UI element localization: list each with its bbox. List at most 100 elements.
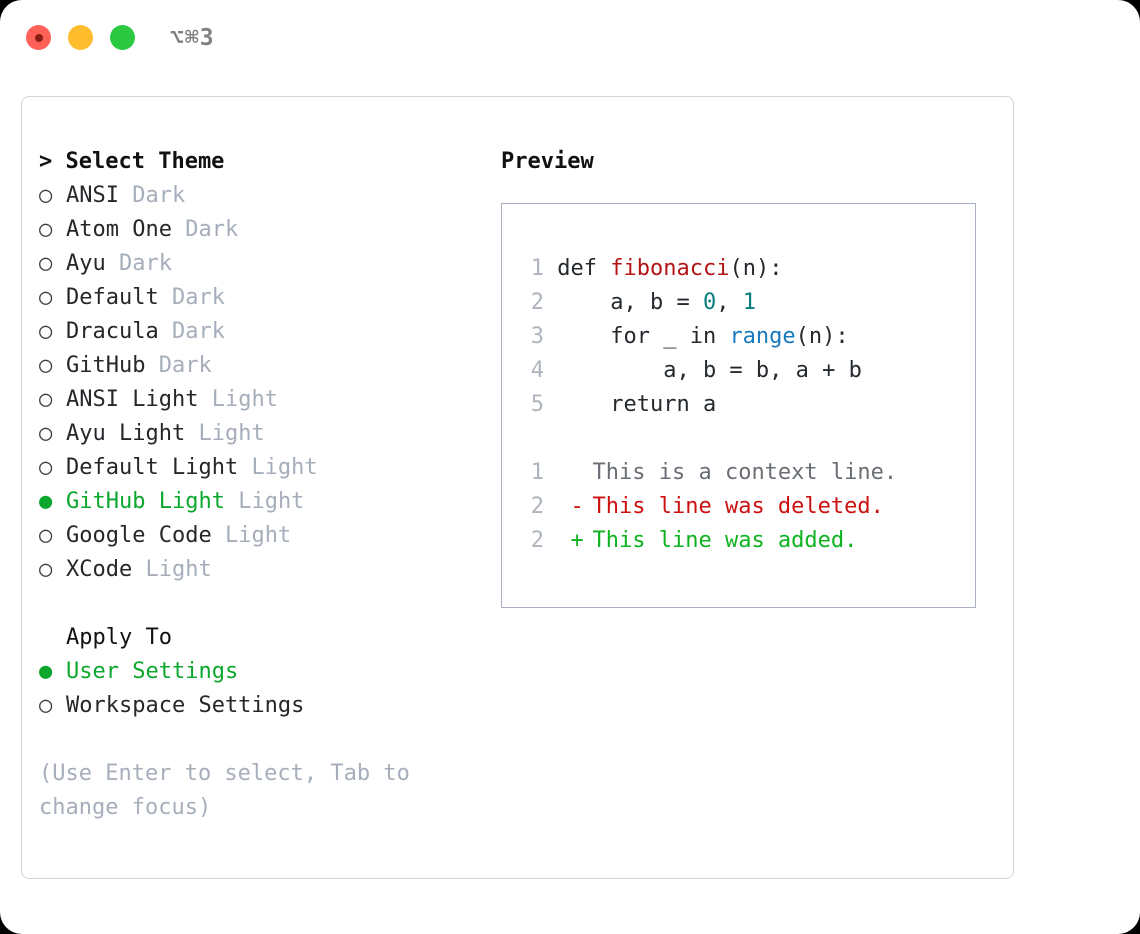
apply-to-option-label: Workspace Settings <box>66 693 305 718</box>
theme-option-variant: Dark <box>119 251 172 276</box>
theme-option-variant: Light <box>198 421 265 446</box>
code-line: 1 def fibonacci(n): <box>522 252 975 286</box>
code-line-number: 3 <box>530 324 544 349</box>
zoom-button[interactable] <box>110 25 135 50</box>
code-token-plain: , <box>716 290 743 315</box>
code-token-num: 0 <box>702 290 717 315</box>
radio-unselected-icon: ○ <box>39 251 53 276</box>
diff-text: This line was added. <box>592 528 858 553</box>
theme-option-label: Ayu Light <box>66 421 186 446</box>
theme-option-variant: Light <box>211 387 278 412</box>
theme-option-label: Ayu <box>66 251 106 276</box>
diff-sign: - <box>570 494 584 519</box>
apply-to-heading: Apply To <box>66 625 172 650</box>
radio-unselected-icon: ○ <box>39 557 53 582</box>
theme-option-default-light[interactable]: ○Default Light Light <box>39 451 479 485</box>
code-line: 5 return a <box>522 388 975 422</box>
diff-sign: + <box>570 528 584 553</box>
window-controls <box>26 25 135 50</box>
theme-option-variant: Dark <box>171 319 225 344</box>
theme-option-label: ANSI Light <box>66 387 199 412</box>
theme-option-label: GitHub <box>66 353 146 378</box>
theme-option-dracula[interactable]: ○ Dracula Dark <box>39 315 479 349</box>
diff-line-context: 1 This is a context line. <box>522 456 975 490</box>
code-token-fn: fibonacci <box>610 256 730 281</box>
theme-option-default[interactable]: ○ Default Dark <box>39 281 479 315</box>
theme-option-ayu-light[interactable]: ○ Ayu Light Light <box>39 417 479 451</box>
keyboard-hint: (Use Enter to select, Tab to change focu… <box>39 761 410 820</box>
theme-option-ansi-light[interactable]: ○ ANSI Light Light <box>39 383 479 417</box>
main-panel: > Select Theme ○ANSI Dark○Atom One Dark○… <box>21 96 1014 879</box>
apply-to-option-workspace-settings[interactable]: ○Workspace Settings <box>39 689 479 723</box>
code-token-plain: (n): <box>729 256 783 281</box>
theme-option-label: XCode <box>66 557 133 582</box>
theme-option-variant: Light <box>251 455 318 480</box>
code-token-plain: a, b = b, a + b <box>557 358 862 383</box>
code-token-plain: (n): <box>795 324 849 349</box>
close-button[interactable] <box>26 25 51 50</box>
diff-text: This is a context line. <box>592 460 898 485</box>
radio-unselected-icon: ○ <box>39 353 53 378</box>
radio-unselected-icon: ○ <box>39 183 53 208</box>
radio-unselected-icon: ○ <box>39 319 53 344</box>
theme-option-github-light[interactable]: ● GitHub Light Light <box>39 485 479 519</box>
theme-option-variant: Dark <box>158 353 212 378</box>
code-line-number: 4 <box>530 358 544 383</box>
theme-option-label: Default <box>66 285 159 310</box>
theme-option-ansi[interactable]: ○ANSI Dark <box>39 179 479 213</box>
code-line-number: 1 <box>530 256 544 281</box>
minimize-button[interactable] <box>68 25 93 50</box>
keyboard-shortcut-label: ⌥⌘3 <box>170 25 215 51</box>
diff-sign <box>571 456 593 490</box>
theme-option-label: Dracula <box>66 319 159 344</box>
section-gap <box>39 587 479 621</box>
theme-selection-column: > Select Theme ○ANSI Dark○Atom One Dark○… <box>39 145 479 825</box>
diff-text: This line was deleted. <box>592 494 884 519</box>
theme-list: ○ANSI Dark○Atom One Dark○Ayu Dark○Defaul… <box>39 179 479 587</box>
theme-option-variant: Dark <box>185 217 239 242</box>
apply-to-list: ●User Settings○Workspace Settings <box>39 655 479 723</box>
code-token-plain: for _ in <box>557 324 730 349</box>
code-token-plain: a, b = <box>557 290 703 315</box>
diff-line-number: 2 <box>530 528 544 553</box>
theme-option-variant: Light <box>238 489 305 514</box>
theme-option-variant: Light <box>224 523 292 548</box>
diff-line-number: 2 <box>530 494 544 519</box>
code-line-number: 2 <box>530 290 544 315</box>
radio-selected-icon: ● <box>39 489 53 514</box>
code-diff-gap <box>522 422 975 456</box>
radio-unselected-icon: ○ <box>39 217 53 242</box>
code-token-plain: return a <box>557 392 717 417</box>
theme-option-xcode[interactable]: ○ XCode Light <box>39 553 479 587</box>
theme-option-ayu[interactable]: ○ Ayu Dark <box>39 247 479 281</box>
theme-option-label: Google Code <box>66 523 212 548</box>
theme-option-variant: Light <box>145 557 212 582</box>
diff-line-number: 1 <box>530 460 544 485</box>
diff-line-deleted: 2 -This line was deleted. <box>522 490 975 524</box>
preview-heading: Preview <box>501 149 594 174</box>
code-token-plain: def <box>557 256 611 281</box>
theme-option-label: Default Light <box>66 455 239 480</box>
radio-unselected-icon: ○ <box>39 285 53 310</box>
code-token-num: 1 <box>742 290 756 315</box>
theme-option-atom-one[interactable]: ○Atom One Dark <box>39 213 479 247</box>
theme-option-github[interactable]: ○ GitHub Dark <box>39 349 479 383</box>
select-theme-heading: > Select Theme <box>39 149 225 174</box>
preview-column: Preview 1 def fibonacci(n):2 a, b = 0, 1… <box>501 145 991 608</box>
theme-option-google-code[interactable]: ○ Google Code Light <box>39 519 479 553</box>
theme-option-variant: Dark <box>132 183 186 208</box>
apply-to-option-user-settings[interactable]: ●User Settings <box>39 655 479 689</box>
code-line: 4 a, b = b, a + b <box>522 354 975 388</box>
radio-unselected-icon: ○ <box>39 387 53 412</box>
diff-line-added: 2 + This line was added. <box>522 524 975 558</box>
title-bar: ⌥⌘3 <box>0 0 1140 78</box>
radio-unselected-icon: ○ <box>39 421 53 446</box>
code-line-number: 5 <box>530 392 544 417</box>
theme-option-variant: Dark <box>171 285 225 310</box>
theme-option-label: GitHub Light <box>66 489 225 514</box>
radio-unselected-icon: ○ <box>39 523 53 548</box>
code-line: 2 a, b = 0, 1 <box>522 286 975 320</box>
